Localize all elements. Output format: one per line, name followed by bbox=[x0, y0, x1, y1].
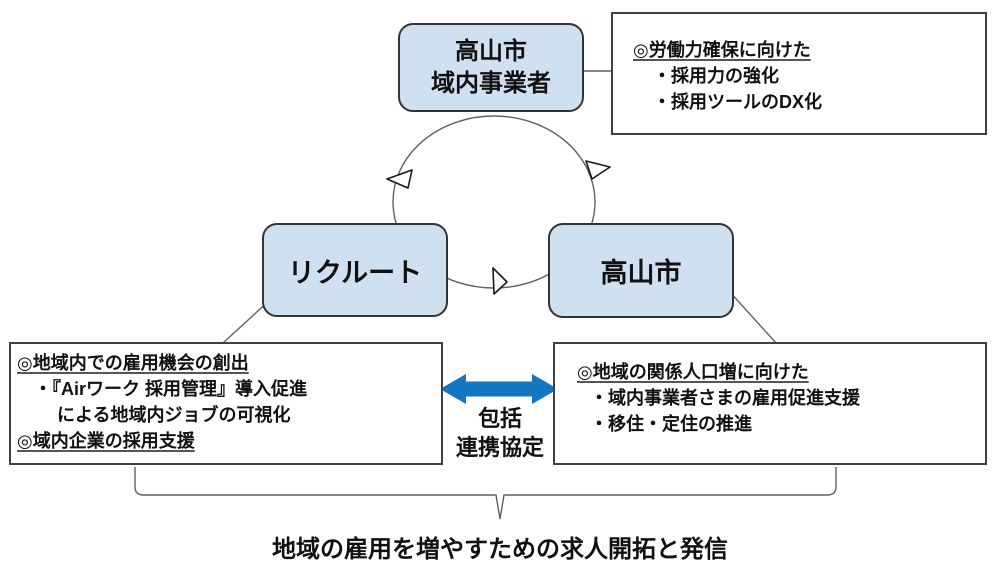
note-workforce-item2: ・採用ツールのDX化 bbox=[653, 92, 823, 112]
node-takayama-businesses: 高山市 域内事業者 bbox=[398, 23, 584, 112]
partnership-label: 包括 連携協定 bbox=[440, 404, 560, 462]
double-arrow bbox=[440, 374, 558, 404]
node-recruit-label: リクルート bbox=[287, 257, 423, 288]
note-workforce-item1: ・採用力の強化 bbox=[653, 66, 779, 86]
cycle-arrowhead-bottom bbox=[492, 267, 508, 295]
note-workforce-heading: ◎労働力確保に向けた bbox=[633, 40, 811, 60]
partnership-line1: 包括 bbox=[477, 406, 522, 431]
note-recruit-heading2: ◎域内企業の採用支援 bbox=[17, 431, 195, 451]
note-recruit-item1: ・『Airワーク 採用管理』導入促進 bbox=[34, 379, 308, 399]
diagram-caption: 地域の雇用を増やすための求人開拓と発信 bbox=[272, 536, 728, 563]
node-takayama-city: 高山市 bbox=[548, 223, 734, 318]
node-takayama-city-label: 高山市 bbox=[600, 258, 682, 288]
note-recruit-item1-cont: による地域内ジョブの可視化 bbox=[57, 405, 291, 425]
cycle-arrowhead-left bbox=[386, 169, 413, 189]
bottom-brace bbox=[134, 467, 837, 520]
cycle-arrowhead-right bbox=[585, 160, 611, 180]
note-city-heading: ◎地域の関係人口増に向けた bbox=[577, 362, 809, 382]
node-recruit: リクルート bbox=[262, 223, 448, 317]
connector-city-note bbox=[728, 290, 777, 344]
partnership-line2: 連携協定 bbox=[455, 435, 544, 460]
note-workforce: ◎労働力確保に向けた ・採用力の強化 ・採用ツールのDX化 bbox=[611, 12, 987, 135]
node-takayama-businesses-line2: 域内事業者 bbox=[431, 69, 551, 97]
note-recruit-role: ◎地域内での雇用機会の創出 ・『Airワーク 採用管理』導入促進 による地域内ジ… bbox=[9, 342, 443, 465]
node-takayama-businesses-line1: 高山市 bbox=[455, 37, 527, 65]
note-recruit-heading1: ◎地域内での雇用機会の創出 bbox=[17, 353, 249, 373]
note-city-role: ◎地域の関係人口増に向けた ・域内事業者さまの雇用促進支援 ・移住・定住の推進 bbox=[553, 342, 987, 465]
note-city-item1: ・域内事業者さまの雇用促進支援 bbox=[590, 388, 860, 408]
note-city-item2: ・移住・定住の推進 bbox=[590, 414, 752, 434]
